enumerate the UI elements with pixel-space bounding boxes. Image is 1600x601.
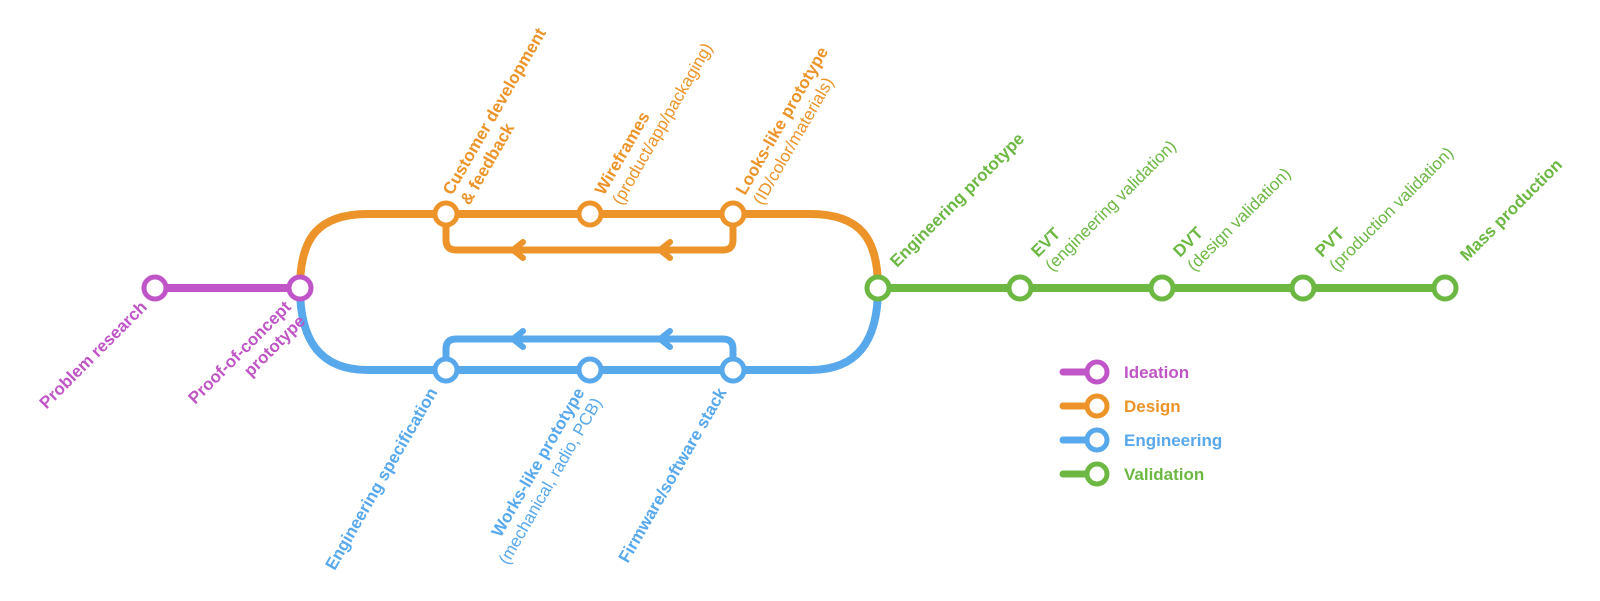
station-evt [1006,274,1034,302]
label-customer-development-line1: Customer development [439,25,550,198]
legend-label-engineering: Engineering [1124,431,1222,450]
station-lookslike-prototype [719,200,747,228]
label-pvt-sub: (production validation) [1326,143,1458,275]
engineering-arrow-1 [510,328,526,350]
station-mass-production [1431,274,1459,302]
legend-label-validation: Validation [1124,465,1204,484]
legend-item-validation: Validation [1059,461,1204,487]
label-problem-research: Problem research [36,297,151,412]
station-problem-research [141,274,169,302]
station-workslike-prototype [576,356,604,384]
label-wireframes-sub: (product/app/packaging) [608,40,716,208]
label-mass-production: Mass production [1456,155,1566,265]
station-engineering-specification [432,356,460,384]
label-engineering-prototype: Engineering prototype [886,129,1028,271]
station-wireframes [576,200,604,228]
legend-design-icon [1084,393,1110,419]
label-firmware-software: Firmware/software stack [615,384,731,566]
design-return-track [442,214,737,254]
legend-item-ideation: Ideation [1059,359,1189,385]
engineering-return-track [442,335,737,370]
legend: Ideation Design Engineering Validation [1059,359,1222,487]
legend-label-ideation: Ideation [1124,363,1189,382]
legend-item-design: Design [1059,393,1181,419]
station-customer-development [432,200,460,228]
legend-validation-icon [1084,461,1110,487]
engineering-arrow-2 [657,328,673,350]
station-pvt [1289,274,1317,302]
station-dvt [1148,274,1176,302]
legend-item-engineering: Engineering [1059,427,1222,453]
label-evt-sub: (engineering validation) [1042,137,1180,275]
station-firmware-software [719,356,747,384]
station-proof-of-concept [286,274,314,302]
design-arrow-1 [510,239,526,261]
station-engineering-prototype [864,274,892,302]
legend-ideation-icon [1084,359,1110,385]
label-engineering-specification: Engineering specification [322,385,442,574]
legend-engineering-icon [1084,427,1110,453]
design-arrow-2 [657,239,673,261]
legend-label-design: Design [1124,397,1181,416]
label-dvt-sub: (design validation) [1184,164,1295,275]
